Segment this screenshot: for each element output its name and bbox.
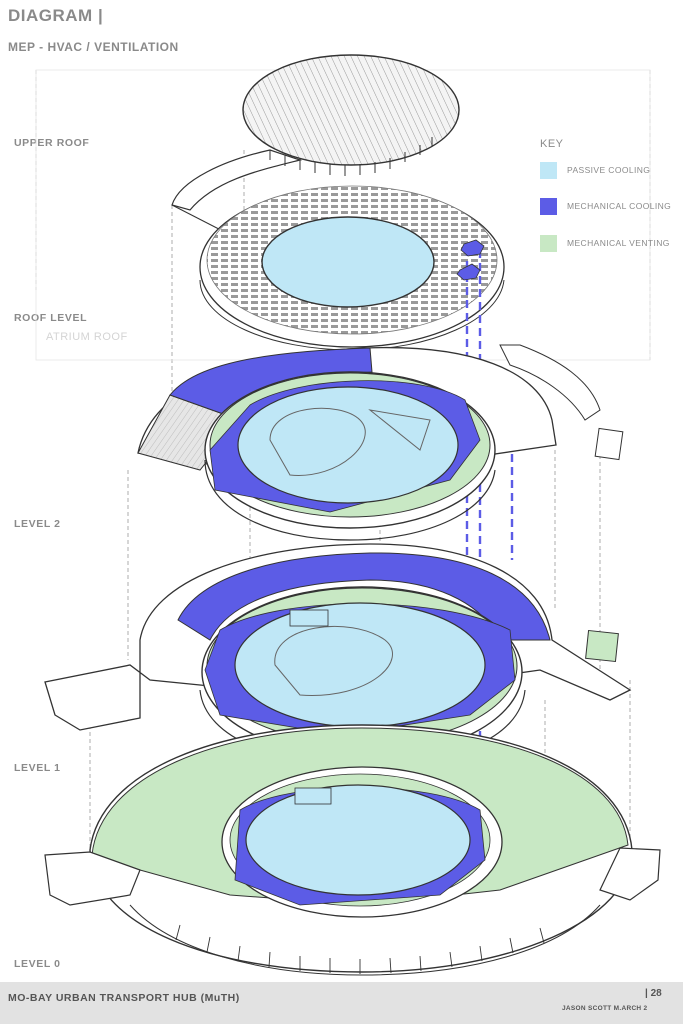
level-1-floor — [44, 543, 632, 766]
author-credit: JASON SCOTT M.ARCH 2 — [562, 1005, 648, 1012]
level-0-floor — [44, 724, 661, 976]
level-label-level-0: LEVEL 0 — [14, 958, 61, 970]
level-label-level-2: LEVEL 2 — [14, 518, 61, 530]
key-label: MECHANICAL VENTING — [567, 238, 670, 248]
page-title: DIAGRAM | — [8, 6, 104, 25]
level-label-level-1: LEVEL 1 — [14, 762, 61, 774]
key-item-mechanical-cooling: MECHANICAL COOLING — [540, 197, 671, 215]
level-label-roof: ROOF LEVEL — [14, 312, 88, 324]
key-swatch-mechanical-venting — [540, 234, 557, 252]
key-label: MECHANICAL COOLING — [567, 201, 672, 211]
key-item-passive-cooling: PASSIVE COOLING — [540, 161, 650, 179]
key-swatch-mechanical-cooling — [540, 197, 557, 215]
footer-project-title: MO-BAY URBAN TRANSPORT HUB (MuTH) — [8, 992, 240, 1004]
upper-roof — [171, 54, 460, 246]
key-swatch-passive-cooling — [540, 161, 557, 179]
key-title: KEY — [540, 138, 564, 150]
footer-bar — [0, 982, 683, 1024]
page-subtitle: MEP - HVAC / VENTILATION — [8, 40, 179, 54]
key-label: PASSIVE COOLING — [567, 165, 651, 175]
key-item-mechanical-venting: MECHANICAL VENTING — [540, 234, 670, 252]
roof-level — [199, 185, 505, 351]
level-2-floor — [137, 344, 624, 541]
page-number: | 28 — [645, 988, 662, 999]
level-label-upper-roof: UPPER ROOF — [14, 137, 90, 149]
roof-sublabel: ATRIUM ROOF — [46, 331, 128, 343]
